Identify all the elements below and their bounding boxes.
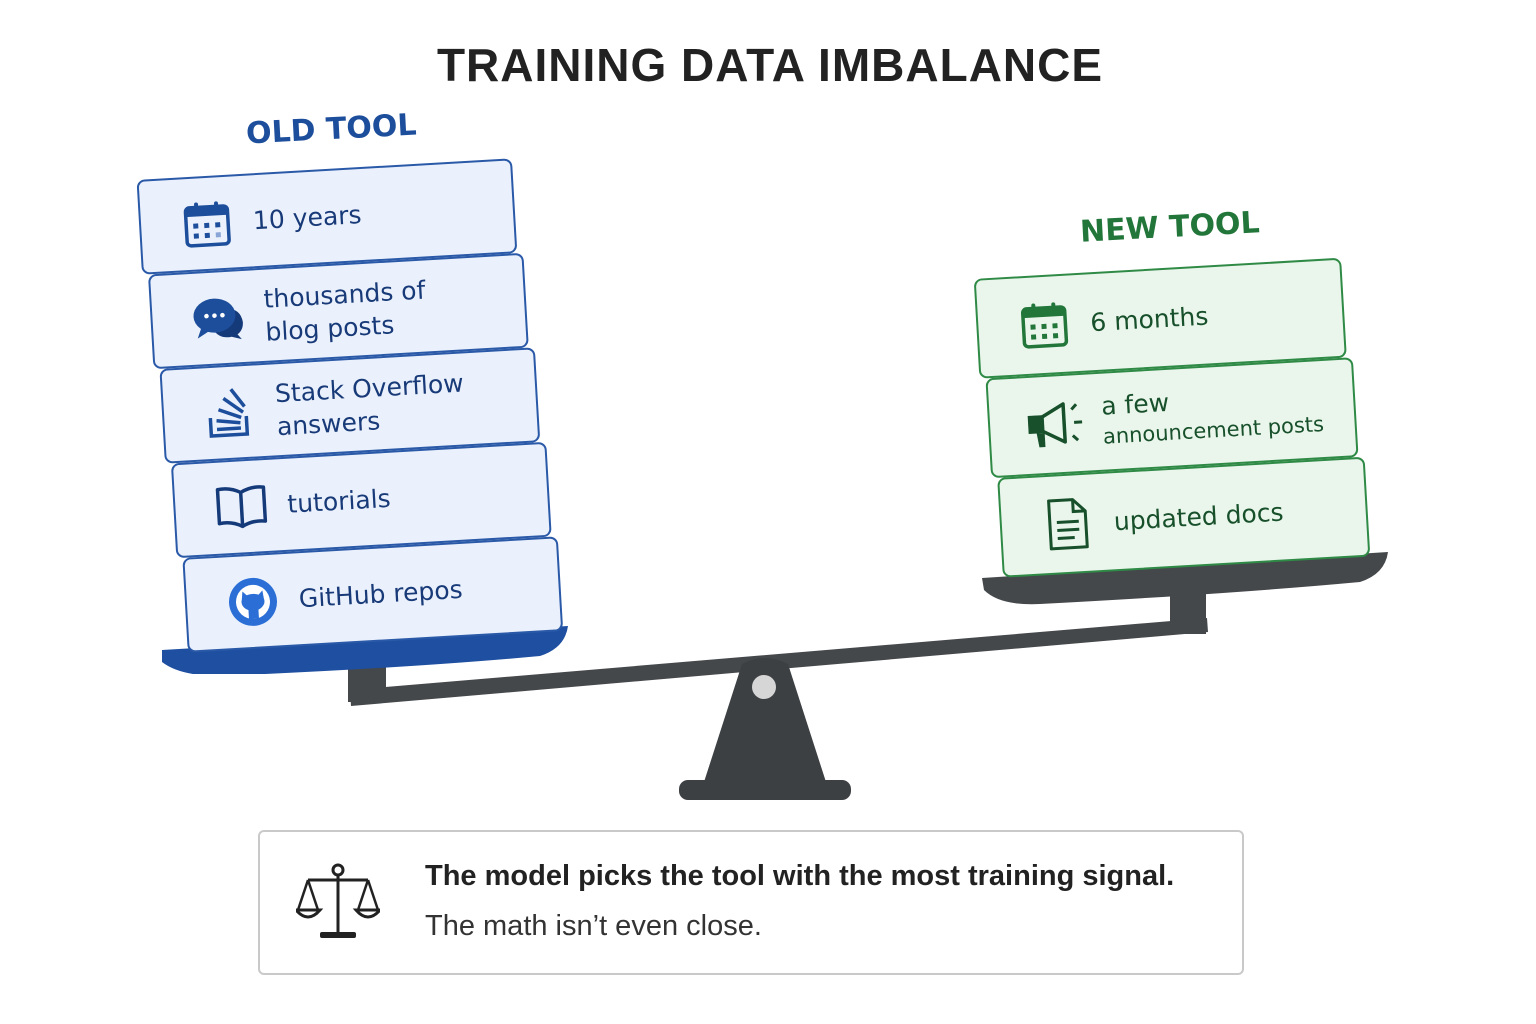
caption-sub-text: The math isn’t even close. [425,910,762,942]
old-tool-tray [162,626,568,674]
old-item-text: tutorials [286,483,392,519]
caption-box: The model picks the tool with the most t… [258,830,1244,975]
new-item-text: 6 months [1089,300,1210,337]
fulcrum-base [679,780,851,800]
old-item-text: thousands of blog posts [262,274,427,347]
calendar-icon [168,196,247,250]
new-item-card: a few announcement posts [985,357,1359,479]
stack-overflow-icon [191,384,270,440]
old-item-card: 10 years [136,158,518,275]
old-item-card: tutorials [170,441,552,559]
new-item-card: updated docs [997,456,1371,578]
book-icon [202,482,281,532]
old-item-card: thousands of blog posts [147,252,529,370]
old-item-card: GitHub repos [182,536,564,653]
new-item-text: a few announcement posts [1100,387,1325,449]
document-icon [1028,496,1107,552]
balance-scale-icon [292,862,384,946]
chat-bubbles-icon [179,293,258,343]
github-icon [214,574,293,628]
megaphone-icon [1017,396,1096,452]
new-item-card: 6 months [973,257,1347,379]
old-tool-stack: 10 years thousands of blog posts [136,157,564,654]
old-item-text: 10 years [252,200,363,236]
fulcrum [704,658,826,782]
fulcrum-pin [752,675,776,699]
calendar-icon [1005,298,1084,352]
old-item-text: GitHub repos [298,574,464,614]
new-item-text: updated docs [1113,496,1285,536]
new-tool-tray [982,552,1388,605]
page-title: TRAINING DATA IMBALANCE [436,39,1104,91]
caption-main-text: The model picks the tool with the most t… [425,860,1175,892]
new-tool-stack: 6 months a few announcement posts [973,257,1371,578]
old-item-card: Stack Overflow answers [159,347,541,464]
old-item-text: Stack Overflow answers [274,367,465,441]
